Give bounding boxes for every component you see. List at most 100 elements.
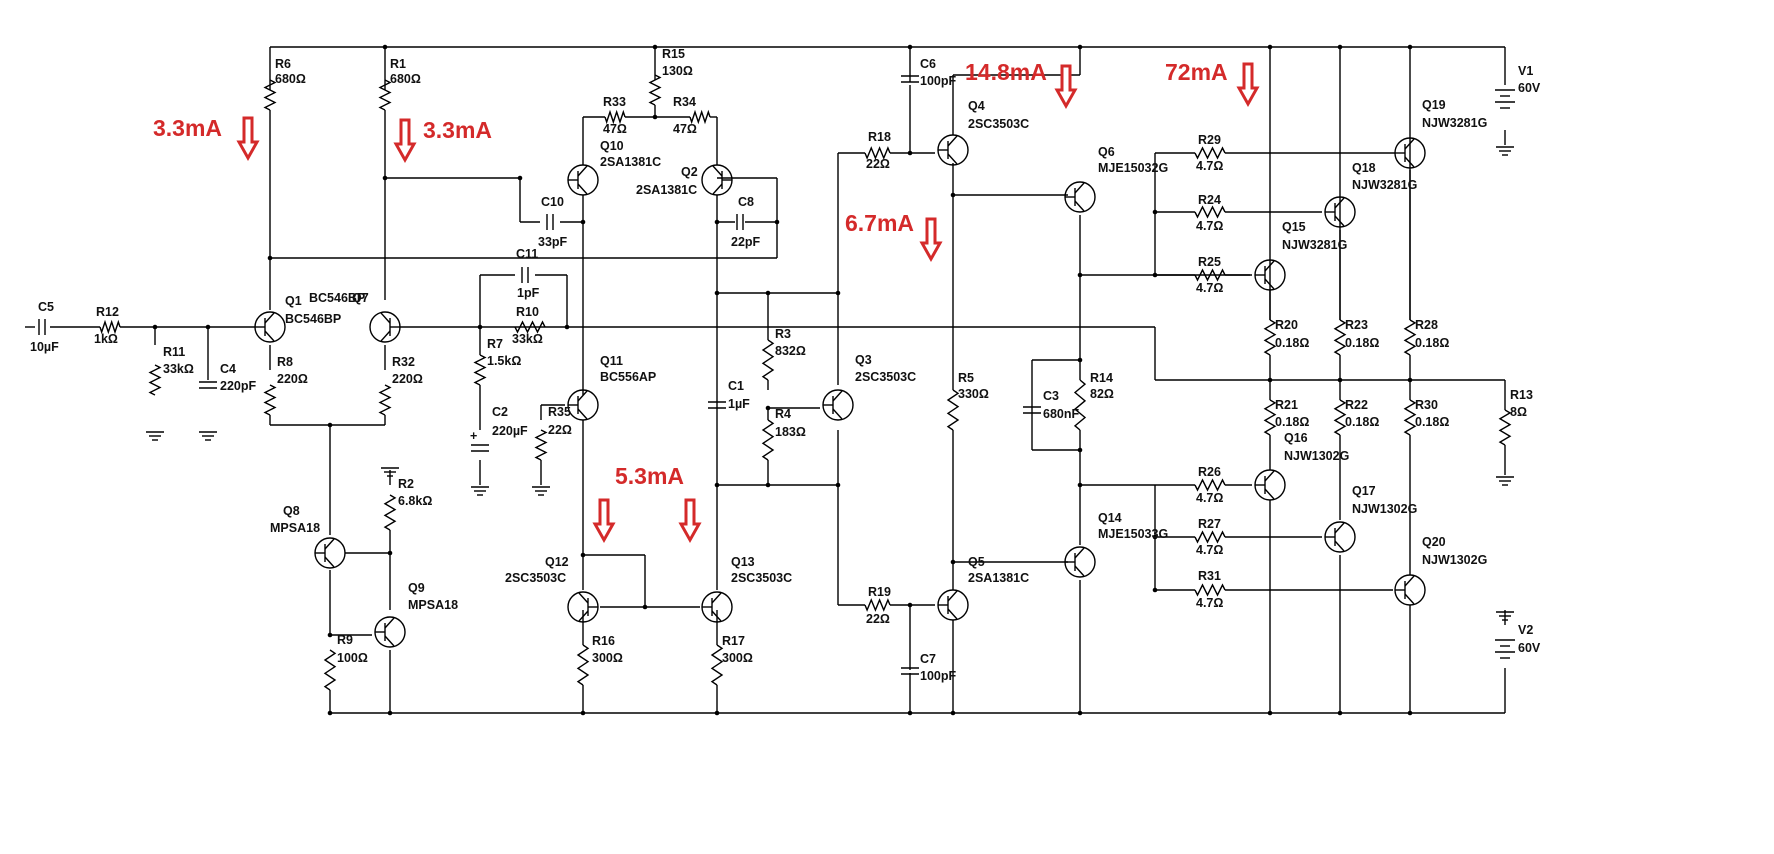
label-value-r20: 0.18Ω <box>1275 336 1309 350</box>
label-ref-r26: R26 <box>1198 465 1221 479</box>
label-ref-r24: R24 <box>1198 193 1221 207</box>
battery-v2 <box>1495 639 1515 659</box>
label-value-q13: 2SC3503C <box>731 571 792 585</box>
ground-symbol-2 <box>199 431 217 441</box>
label-ref-q18: Q18 <box>1352 161 1376 175</box>
resistor-r8 <box>263 384 277 416</box>
label-value-r18: 22Ω <box>866 157 890 171</box>
capacitor-c10 <box>546 214 554 230</box>
label-value-c8: 22pF <box>731 235 761 249</box>
transistor-q4 <box>937 134 969 166</box>
label-ref-r17: R17 <box>722 634 745 648</box>
battery-v1 <box>1495 89 1515 109</box>
label-ref-r9: R9 <box>337 633 353 647</box>
transistor-q10 <box>567 164 599 196</box>
label-value-q4: 2SC3503C <box>968 117 1029 131</box>
label-value-q16: NJW1302G <box>1284 449 1349 463</box>
label-value-c5: 10µF <box>30 340 59 354</box>
transistor-q20 <box>1394 574 1426 606</box>
label-ref-q20: Q20 <box>1422 535 1446 549</box>
label-value-c6: 100pF <box>920 74 956 88</box>
label-ref-r30: R30 <box>1415 398 1438 412</box>
transistor-q19 <box>1394 137 1426 169</box>
label-ref-r13: R13 <box>1510 388 1533 402</box>
label-ref-q14: Q14 <box>1098 511 1122 525</box>
label-value-r31: 4.7Ω <box>1196 596 1223 610</box>
current-label-i3: 14.8mA <box>965 59 1047 85</box>
resistor-r24 <box>1194 205 1226 219</box>
label-value-q20: NJW1302G <box>1422 553 1487 567</box>
label-ref-r25: R25 <box>1198 255 1221 269</box>
capacitor-c5 <box>38 319 46 335</box>
current-arrow-i2 <box>393 118 417 164</box>
label-ref-r7: R7 <box>487 337 503 351</box>
label-value-r10: 33kΩ <box>512 332 543 346</box>
capacitor-c7 <box>901 667 919 675</box>
resistor-r2 <box>383 494 397 531</box>
label-value-r6: 680Ω <box>275 72 306 86</box>
transistor-q12 <box>567 591 599 623</box>
label-ref-r2: R2 <box>398 477 414 491</box>
label-value-r14: 82Ω <box>1090 387 1114 401</box>
label-value-r34: 47Ω <box>673 122 697 136</box>
label-value-q1: BC546BP <box>285 312 341 326</box>
label-value-c11: 1pF <box>517 286 540 300</box>
label-value-q11: BC556AP <box>600 370 656 384</box>
transistor-q11 <box>567 389 599 421</box>
label-value-c1: 1µF <box>728 397 750 411</box>
current-arrow-i6 <box>592 498 616 544</box>
current-label-i2: 3.3mA <box>423 117 492 143</box>
resistor-r13 <box>1498 409 1512 446</box>
transistor-q17 <box>1324 521 1356 553</box>
label-ref-r31: R31 <box>1198 569 1221 583</box>
label-ref-r15: R15 <box>662 47 685 61</box>
transistor-q15 <box>1254 259 1286 291</box>
label-value-c2: 220µF <box>492 424 528 438</box>
resistor-r22 <box>1333 399 1347 436</box>
resistor-r34 <box>689 109 711 125</box>
resistor-r30 <box>1403 399 1417 436</box>
label-value-r11: 33kΩ <box>163 362 194 376</box>
label-ref-r14: R14 <box>1090 371 1113 385</box>
label-ref-r1: R1 <box>390 57 406 71</box>
label-value-q3: 2SC3503C <box>855 370 916 384</box>
transistor-q9 <box>374 616 406 648</box>
label-ref-c4: C4 <box>220 362 236 376</box>
resistor-r9 <box>323 649 337 691</box>
label-value-r25: 4.7Ω <box>1196 281 1223 295</box>
label-value-r12: 1kΩ <box>94 332 118 346</box>
label-value-r21: 0.18Ω <box>1275 415 1309 429</box>
label-ref-q12: Q12 <box>545 555 569 569</box>
transistor-q3 <box>822 389 854 421</box>
ground-symbol-1 <box>146 431 164 441</box>
transistor-q7 <box>369 311 401 343</box>
resistor-r33 <box>604 109 626 125</box>
label-ref-r20: R20 <box>1275 318 1298 332</box>
resistor-r23 <box>1333 319 1347 356</box>
label-ref-q15: Q15 <box>1282 220 1306 234</box>
label-ref-q8: Q8 <box>283 504 300 518</box>
label-value-r27: 4.7Ω <box>1196 543 1223 557</box>
resistor-r26 <box>1194 478 1226 492</box>
label-value-q14: MJE15033G <box>1098 527 1168 541</box>
label-ref-c10: C10 <box>541 195 564 209</box>
label-value-r7: 1.5kΩ <box>487 354 521 368</box>
current-label-i6: 5.3mA <box>615 463 684 489</box>
resistor-r16 <box>576 644 590 686</box>
label-ref-r4: R4 <box>775 407 791 421</box>
current-arrow-i4 <box>1236 62 1260 108</box>
label-ref-r23: R23 <box>1345 318 1368 332</box>
resistor-r10 <box>514 320 546 334</box>
label-value-r29: 4.7Ω <box>1196 159 1223 173</box>
resistor-r32 <box>378 384 392 416</box>
label-ref-r6: R6 <box>275 57 291 71</box>
capacitor-c4 <box>199 381 217 389</box>
label-value-v2: 60V <box>1518 641 1541 655</box>
label-ref-c8: C8 <box>738 195 754 209</box>
resistor-r28 <box>1403 319 1417 356</box>
label-value-q2: 2SA1381C <box>636 183 697 197</box>
label-value-r24: 4.7Ω <box>1196 219 1223 233</box>
ground-symbol-6 <box>381 467 399 477</box>
label-ref-q16: Q16 <box>1284 431 1308 445</box>
